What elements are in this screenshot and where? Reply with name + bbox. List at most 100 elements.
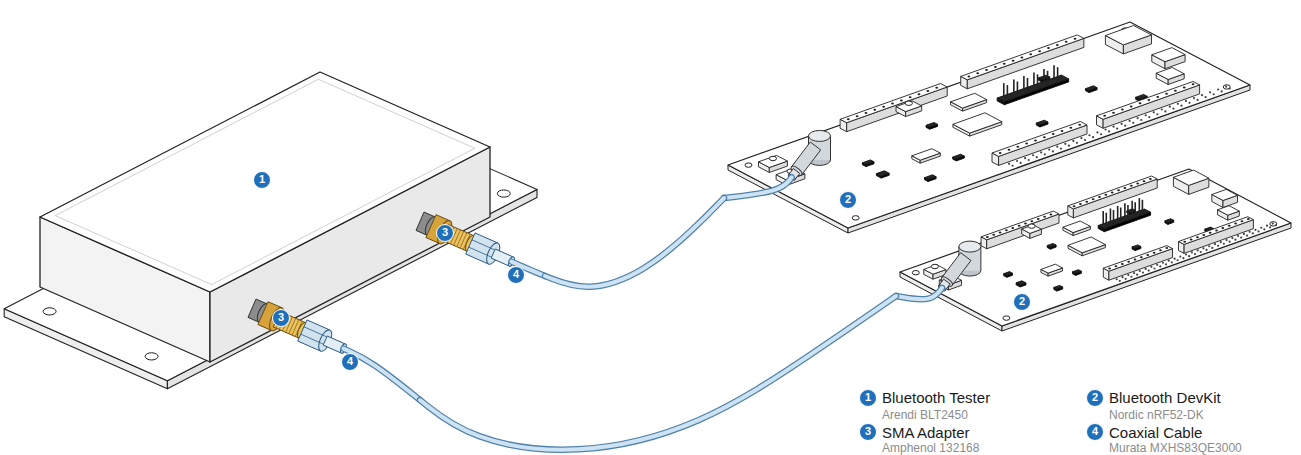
cable-jacket bbox=[896, 288, 942, 299]
proto-hole bbox=[1060, 147, 1062, 149]
header-socket bbox=[1215, 229, 1218, 231]
smd-part-top bbox=[1132, 245, 1141, 249]
cable-jacket bbox=[724, 177, 792, 198]
button-cap bbox=[769, 156, 776, 160]
nut-facet bbox=[304, 327, 327, 337]
proto-hole bbox=[1257, 230, 1259, 232]
proto-hole bbox=[1208, 245, 1210, 247]
header-pin bbox=[1057, 67, 1059, 81]
smd-part-top bbox=[1218, 206, 1240, 216]
smd-part-top bbox=[1041, 264, 1063, 273]
header-pin bbox=[1113, 210, 1115, 224]
proto-hole bbox=[1266, 225, 1268, 227]
rf-plug bbox=[724, 130, 831, 198]
proto-hole bbox=[1032, 154, 1034, 156]
push-button bbox=[896, 101, 922, 117]
pin-header-top bbox=[1068, 176, 1157, 209]
proto-hole bbox=[1194, 253, 1196, 255]
proto-hole bbox=[1150, 266, 1152, 268]
header-socket bbox=[1073, 205, 1076, 207]
rf-plug bbox=[896, 241, 981, 299]
proto-hole bbox=[1132, 122, 1134, 124]
proto-hole bbox=[1100, 133, 1102, 135]
part-number: Nordic nRF52-DK bbox=[1109, 408, 1204, 422]
header-socket bbox=[986, 236, 989, 238]
header-socket bbox=[1005, 229, 1008, 231]
header-socket bbox=[1111, 192, 1114, 194]
pin-header-front bbox=[1103, 85, 1200, 128]
smd-part bbox=[1165, 219, 1174, 225]
callout-number: 2 bbox=[1013, 293, 1031, 311]
proto-hole bbox=[1127, 274, 1129, 276]
proto-hole bbox=[1177, 259, 1179, 261]
proto-hole bbox=[1104, 128, 1106, 130]
header-pin bbox=[1110, 208, 1112, 222]
smd-part bbox=[1218, 206, 1240, 221]
header-socket bbox=[1221, 227, 1224, 229]
button-cap bbox=[905, 101, 912, 105]
smd-part-top bbox=[1173, 170, 1209, 185]
smd-part bbox=[1173, 170, 1209, 194]
proto-hole bbox=[1159, 265, 1161, 267]
proto-hole bbox=[1153, 111, 1155, 113]
nut-facet bbox=[469, 247, 492, 257]
legend-text: Bluetooth Tester bbox=[882, 389, 990, 406]
smd-part bbox=[1041, 264, 1063, 276]
header-pin bbox=[1134, 202, 1136, 216]
nut-facet bbox=[472, 240, 495, 250]
header-socket bbox=[1030, 220, 1033, 222]
proto-hole bbox=[1044, 153, 1046, 155]
node-artwork bbox=[896, 150, 1296, 340]
proto-hole bbox=[1179, 255, 1181, 257]
tester-housing-top bbox=[40, 72, 490, 292]
proto-hole bbox=[1119, 280, 1121, 282]
artwork-group bbox=[4, 72, 545, 400]
header-socket bbox=[882, 106, 885, 108]
pin-header-top bbox=[961, 35, 1084, 80]
header-socket bbox=[1011, 227, 1014, 229]
header-socket bbox=[891, 103, 894, 105]
proto-hole bbox=[1068, 145, 1070, 147]
plug-side bbox=[830, 136, 831, 160]
smd-part-top bbox=[876, 171, 889, 176]
cable-core bbox=[724, 177, 792, 198]
header-pin bbox=[1003, 83, 1005, 97]
header-socket bbox=[1146, 254, 1149, 256]
callout-number: 2 bbox=[839, 191, 857, 209]
proto-hole bbox=[1169, 106, 1171, 108]
header-socket bbox=[1247, 218, 1250, 220]
header-socket bbox=[1124, 187, 1127, 189]
cable-tail bbox=[724, 177, 792, 198]
proto-hole bbox=[1028, 159, 1030, 161]
proto-hole bbox=[1177, 103, 1179, 105]
proto-hole bbox=[1171, 261, 1173, 263]
header-pin bbox=[1027, 78, 1029, 92]
proto-hole bbox=[1008, 163, 1010, 165]
proto-hole bbox=[1108, 130, 1110, 132]
header-socket bbox=[1153, 252, 1156, 254]
header-socket bbox=[1115, 265, 1118, 267]
header-pin bbox=[1120, 208, 1122, 222]
proto-hole bbox=[1229, 87, 1231, 89]
header-socket bbox=[1098, 196, 1101, 198]
smd-part bbox=[1156, 68, 1184, 85]
proto-hole bbox=[1225, 239, 1227, 241]
proto-hole bbox=[1080, 137, 1082, 139]
smd-part bbox=[1212, 189, 1238, 207]
node-artwork bbox=[0, 40, 545, 400]
pin-header bbox=[981, 211, 1059, 249]
header-socket bbox=[900, 99, 903, 101]
smd-part-top bbox=[1165, 219, 1174, 223]
header-socket bbox=[1079, 203, 1082, 205]
proto-hole bbox=[1116, 127, 1118, 129]
push-button-top bbox=[896, 101, 922, 112]
header-socket bbox=[1121, 109, 1124, 111]
proto-hole bbox=[1209, 91, 1211, 93]
plug-top bbox=[809, 130, 831, 141]
header-socket bbox=[1159, 249, 1162, 251]
smd-part-top bbox=[953, 113, 1002, 133]
proto-hole bbox=[1243, 233, 1245, 235]
header-socket bbox=[1043, 136, 1046, 138]
header-pin bbox=[1102, 211, 1104, 225]
housing-bevel bbox=[55, 79, 475, 284]
